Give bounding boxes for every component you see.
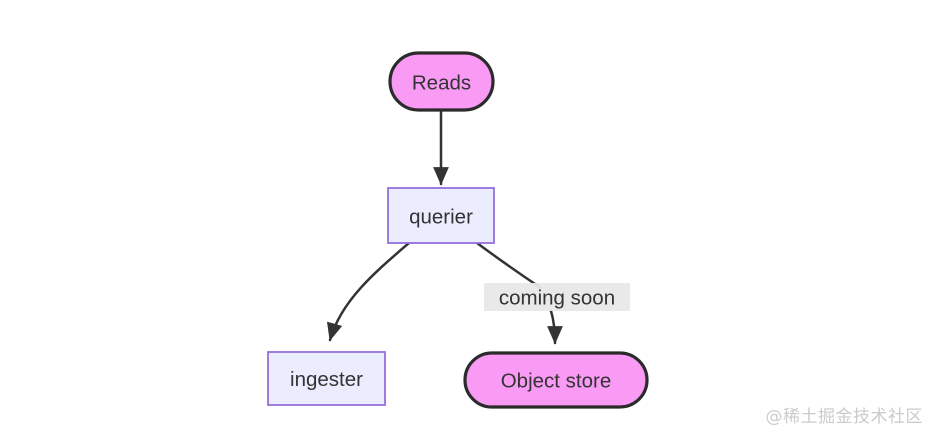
node-reads-shape: [388, 51, 495, 112]
node-object-store-shape: [463, 351, 649, 409]
node-object-store: Object store: [463, 351, 649, 409]
watermark: @稀土掘金技术社区: [765, 407, 923, 427]
node-ingester-label: ingester: [290, 368, 363, 391]
node-ingester: ingester: [267, 351, 386, 406]
node-querier-label: querier: [409, 206, 473, 229]
edge-label-coming-soon: coming soon: [484, 283, 630, 311]
node-querier-shape: [387, 187, 495, 244]
edge-querier-to-objectstore-upper: [475, 241, 543, 290]
node-object-store-label: Object store: [501, 370, 612, 393]
node-ingester-shape: [267, 351, 386, 406]
edge-querier-to-objectstore-lower: [547, 309, 563, 345]
edge-group: [327, 108, 563, 345]
edge-label-text: coming soon: [499, 287, 615, 310]
edge-label-bg: [484, 283, 630, 311]
node-reads-label: Reads: [412, 72, 471, 95]
node-querier: querier: [387, 187, 495, 244]
edge-querier-to-ingester: [327, 241, 411, 342]
node-reads: Reads: [388, 51, 495, 112]
